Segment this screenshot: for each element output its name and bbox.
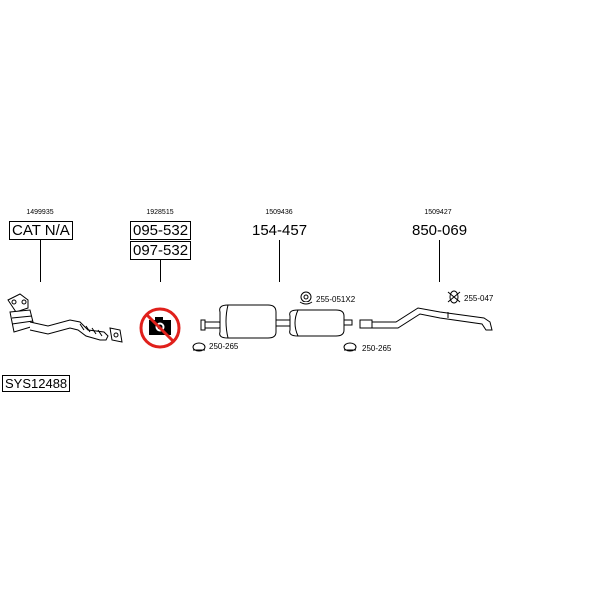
ref-number-1: 1499935 xyxy=(26,209,54,216)
no-camera-icon xyxy=(139,307,181,349)
mount-label-1: 255-051X2 xyxy=(316,295,356,304)
tail-pipe-drawing[interactable] xyxy=(359,307,493,331)
leader-line-4 xyxy=(439,240,440,282)
ref-number-4: 1509427 xyxy=(424,209,452,216)
part-number-095-532[interactable]: 095-532 xyxy=(130,221,192,240)
system-code: SYS12488 xyxy=(2,375,71,392)
clamp-label-1: 250-265 xyxy=(209,342,239,351)
ref-number-2: 1928515 xyxy=(146,209,174,216)
mount-icon-2[interactable] xyxy=(447,290,461,304)
part-number-154-457[interactable]: 154-457 xyxy=(252,222,308,239)
leader-line-2 xyxy=(160,260,161,282)
leader-line-3 xyxy=(279,240,280,282)
front-pipe-catalyst-drawing[interactable] xyxy=(7,293,123,343)
mount-label-2: 255-047 xyxy=(464,294,494,303)
muffler-drawing[interactable] xyxy=(200,304,353,339)
ref-number-3: 1509436 xyxy=(265,209,293,216)
part-number-097-532[interactable]: 097-532 xyxy=(130,241,192,260)
clamp-label-2: 250-265 xyxy=(362,344,392,353)
clamp-icon-2[interactable] xyxy=(343,342,357,352)
leader-line-1 xyxy=(40,240,41,282)
clamp-icon-1[interactable] xyxy=(192,342,206,352)
mount-icon-1[interactable] xyxy=(299,291,313,305)
part-number-cat[interactable]: CAT N/A xyxy=(9,221,73,240)
part-number-850-069[interactable]: 850-069 xyxy=(412,222,468,239)
